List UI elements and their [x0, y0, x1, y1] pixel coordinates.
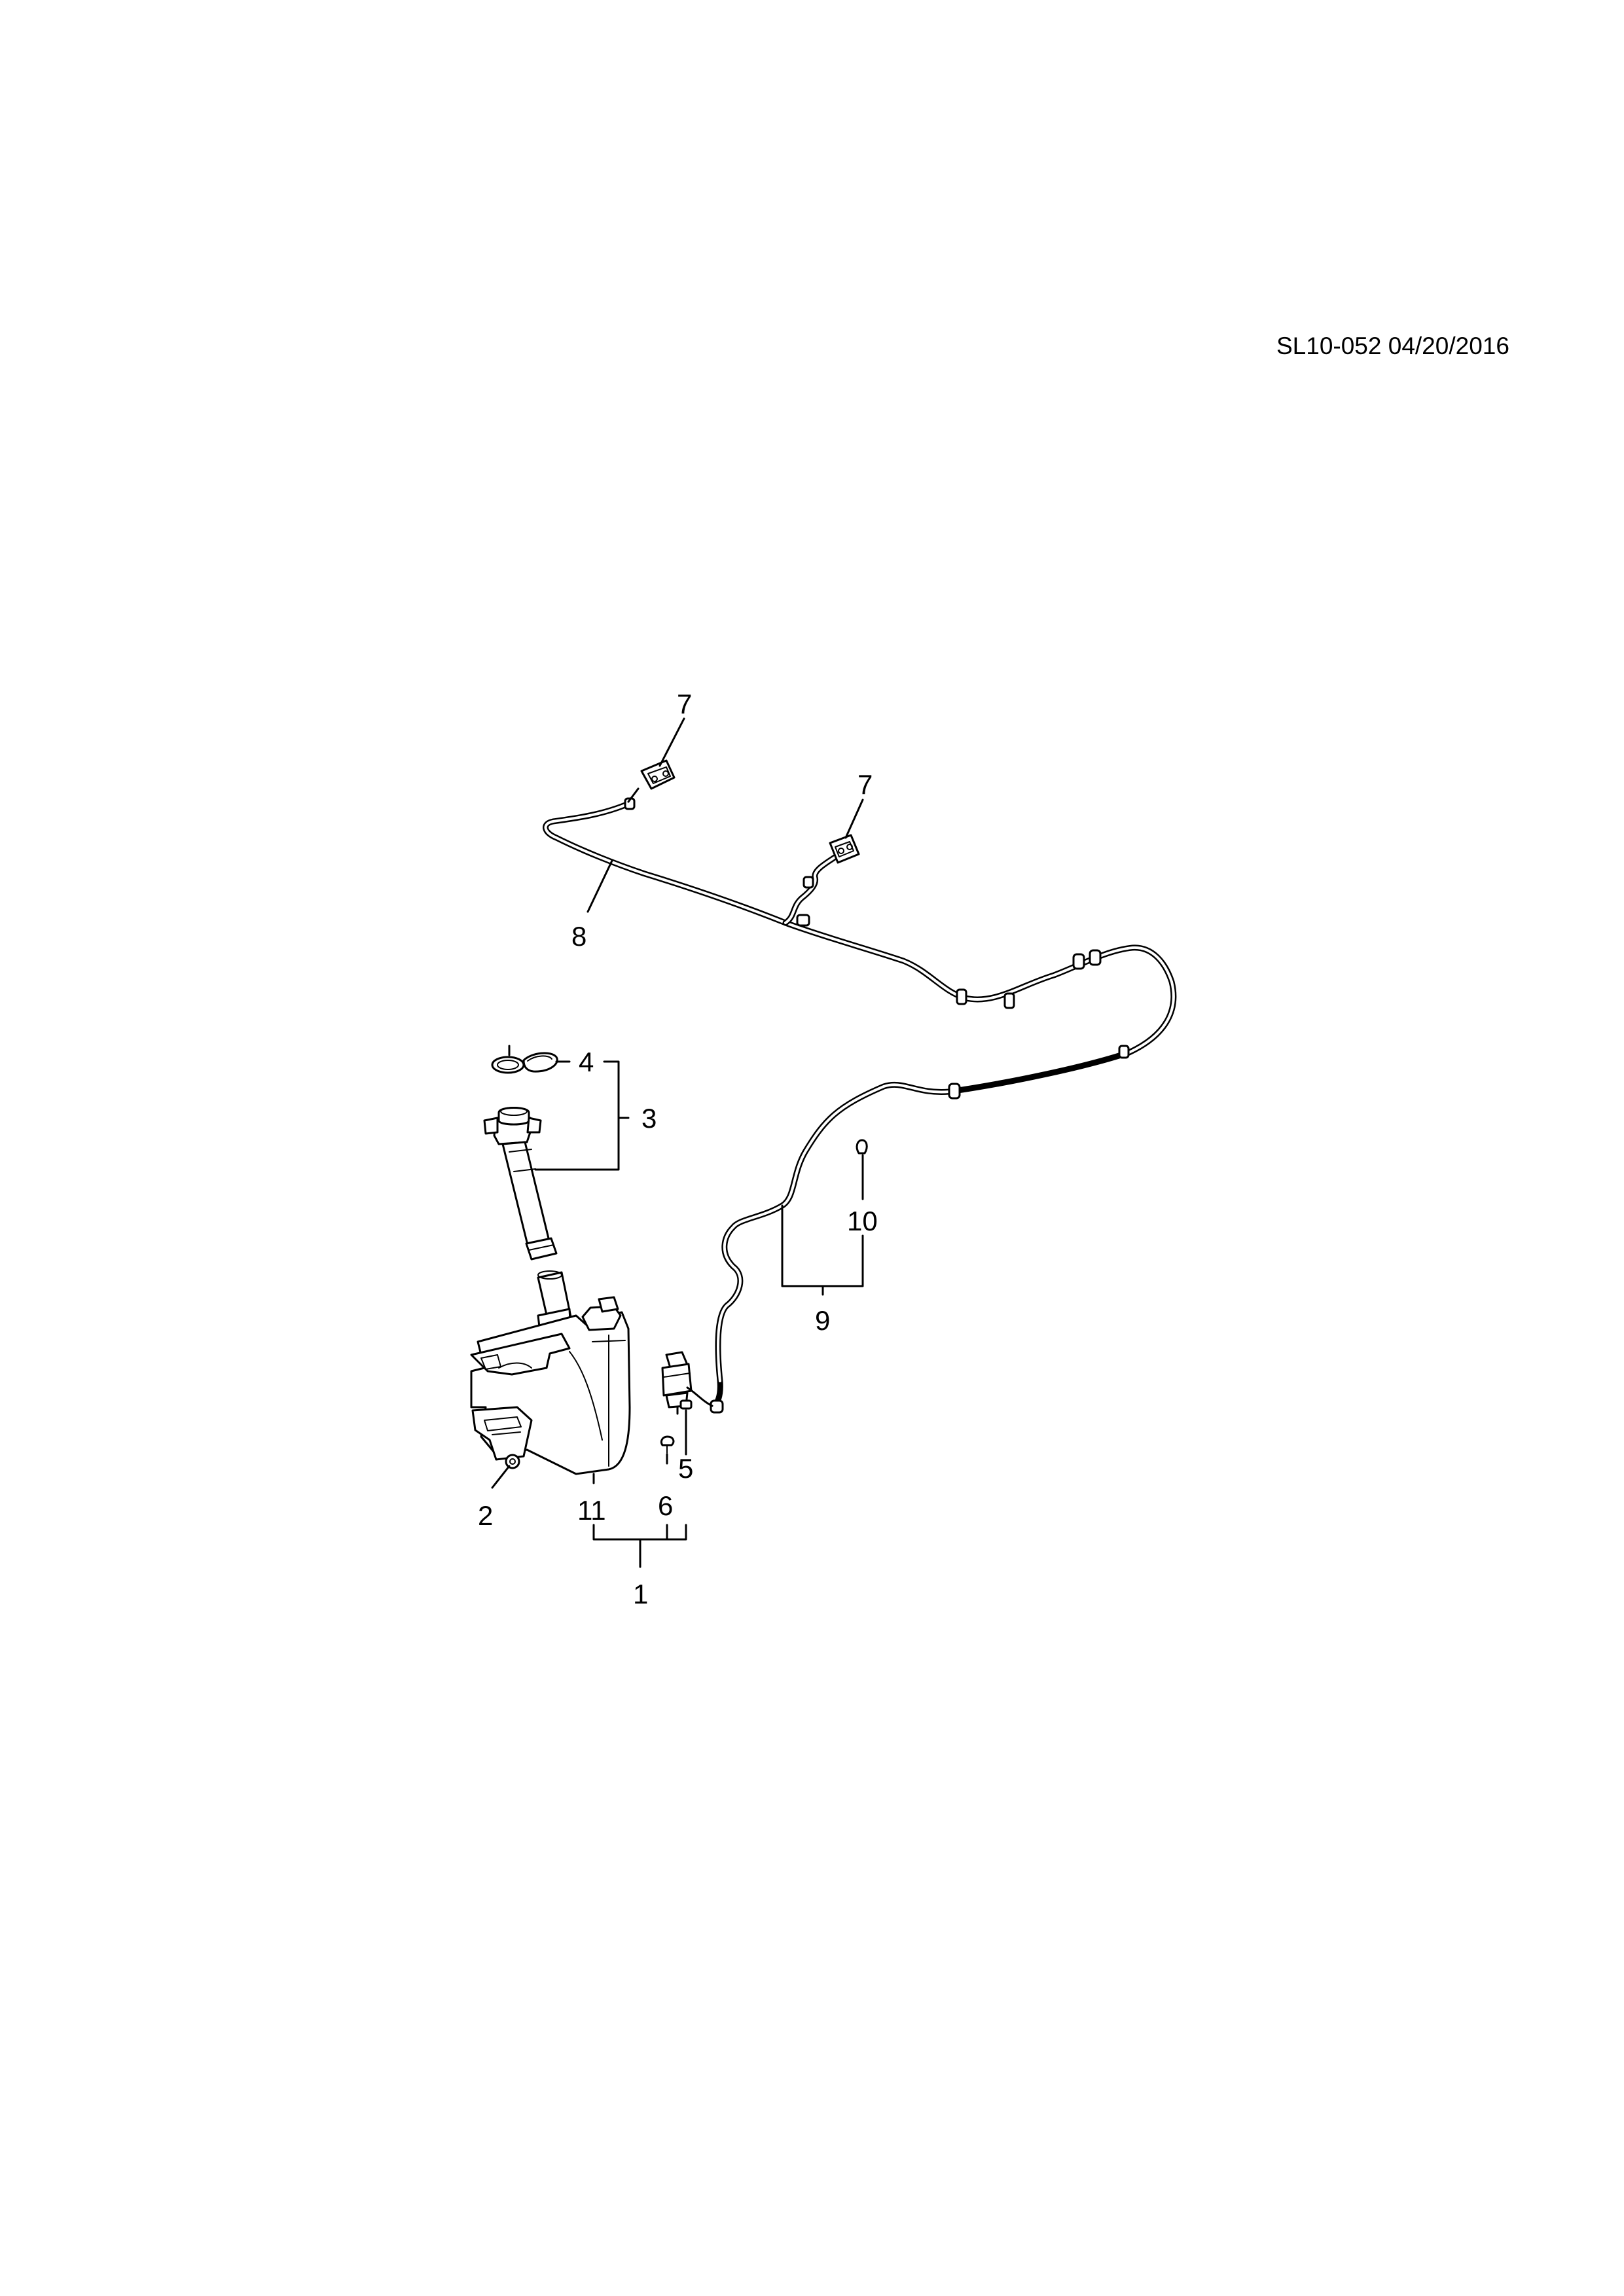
grouping-brackets: [534, 1060, 864, 1568]
grommet-part-10: [856, 1139, 868, 1155]
washer-hose-line: [543, 800, 1177, 1410]
callout-7-right: 7: [857, 769, 873, 800]
washer-hose-assembly: [543, 797, 1177, 1414]
callout-7-left: 7: [677, 689, 692, 719]
callout-2: 2: [478, 1500, 493, 1531]
filler-neck: [483, 1107, 572, 1325]
callout-1: 1: [633, 1579, 648, 1609]
callout-6: 6: [658, 1490, 673, 1521]
washer-pump: [661, 1351, 713, 1415]
callout-4: 4: [579, 1047, 594, 1077]
callout-3: 3: [641, 1103, 657, 1134]
washer-nozzle-right: [829, 834, 860, 864]
hose-connectors: [624, 797, 1130, 1414]
washer-reservoir: [470, 1296, 631, 1475]
callout-5: 5: [678, 1453, 693, 1484]
callout-11: 11: [577, 1495, 606, 1526]
filler-cap-seal: [491, 1045, 558, 1074]
washer-nozzle-left: [627, 759, 676, 803]
hose-dashed-segment: [988, 1052, 1130, 1087]
callout-9: 9: [815, 1305, 830, 1336]
callout-labels: 7 7 8 4 3 10 9 5 6 11 2 1: [478, 689, 878, 1609]
callout-10: 10: [847, 1206, 878, 1236]
pump-grommet: [660, 1435, 675, 1454]
bracket-1: [592, 1524, 687, 1541]
drawing-code: SL10-052 04/20/2016: [1276, 332, 1509, 359]
callout-8: 8: [571, 921, 586, 952]
bracket-3: [534, 1060, 620, 1171]
leader-lines: [491, 717, 864, 1489]
